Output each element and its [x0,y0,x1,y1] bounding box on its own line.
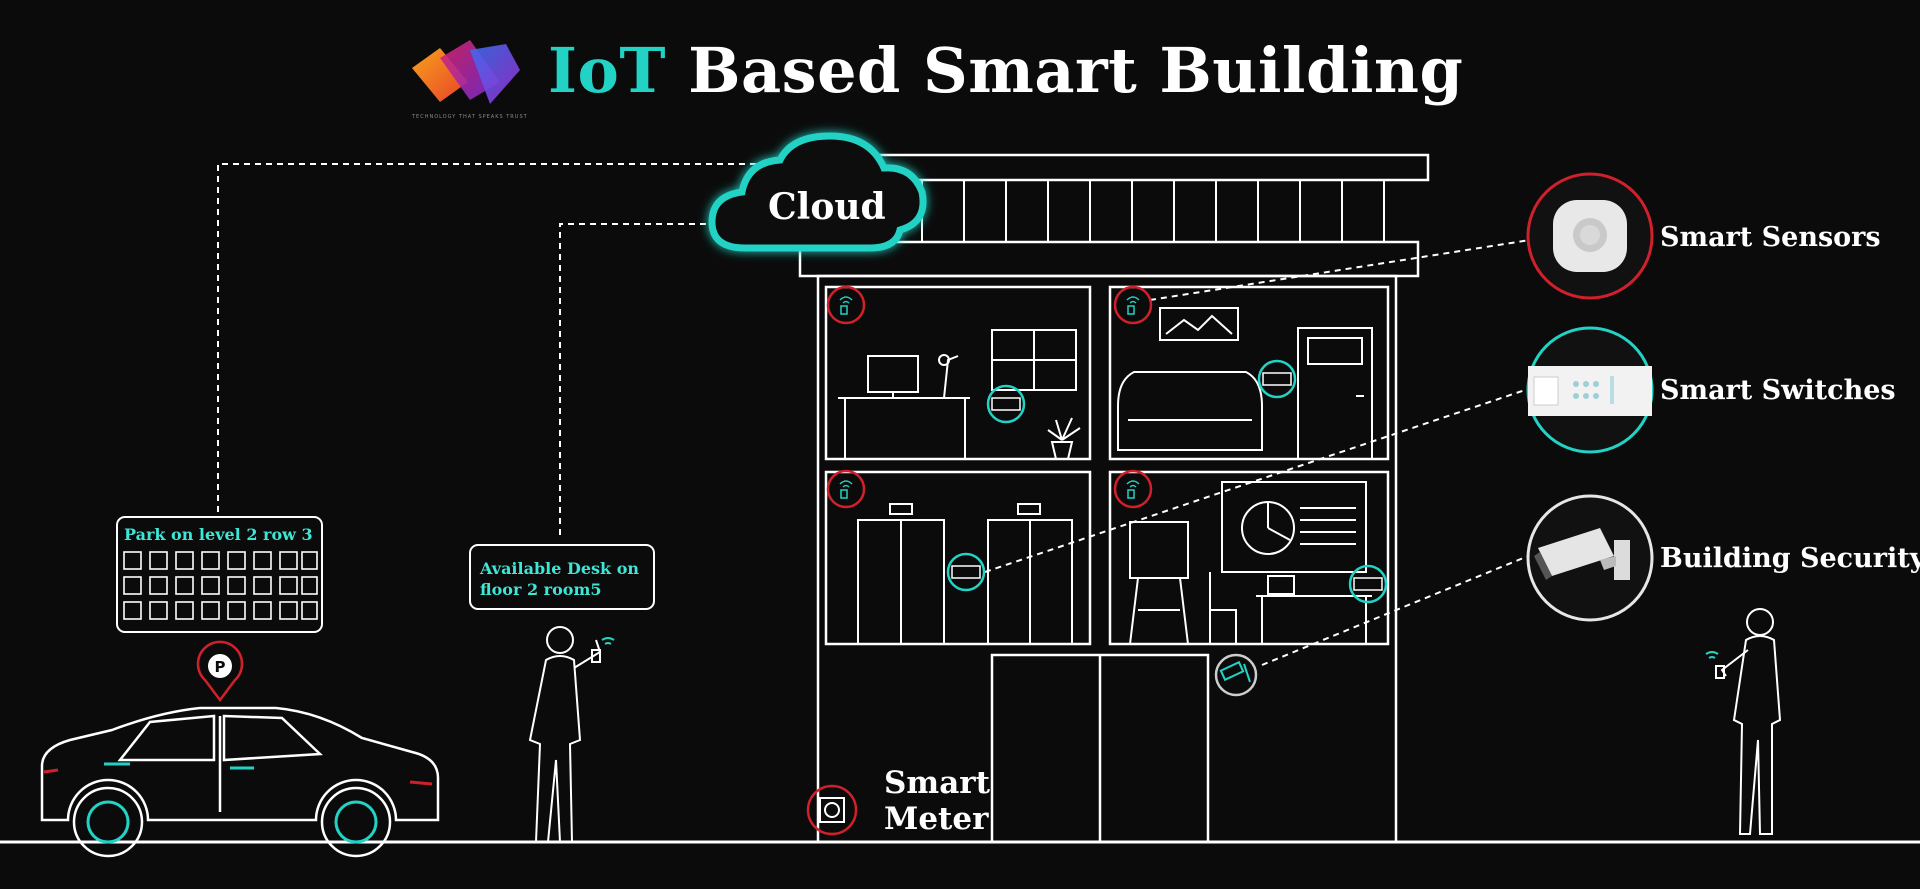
brand-logo [412,40,520,104]
title-rest: Based Smart Building [688,34,1464,107]
cloud-label: Cloud [768,186,886,228]
smart-meter-line-2: Meter [884,801,989,837]
cloud-icon [708,132,927,252]
parking-message: Park on level 2 row 3 [124,525,313,544]
person-right-illustration [1705,608,1782,835]
room-meeting [1129,481,1372,645]
room-switch-icons [946,359,1388,697]
smart-meter-label: Smart Meter [884,765,990,837]
car-illustration [40,706,440,858]
desk-message-line-1: Available Desk on [480,559,639,578]
security-camera-device-icon [1526,494,1654,622]
car-lights [43,768,433,786]
security-camera-small-icon [1219,660,1251,683]
page-title: IoT Based Smart Building [548,34,1463,107]
connection-lines [217,163,1556,666]
smart-sensor-device-icon [1526,172,1654,300]
building [798,153,1430,844]
smart-meter-icon [819,797,845,823]
wifi-icon [839,296,1140,499]
room-sensor-icons [806,285,1153,836]
smart-switch-device-icon [1526,326,1654,454]
desk-message: Available Desk on floor 2 room5 [480,558,639,600]
parking-marker-letter: P [215,658,226,676]
car-wheels-glow [86,762,378,844]
switch-icon [951,372,1383,591]
logo-tagline: TECHNOLOGY THAT SPEAKS TRUST [412,114,528,120]
title-accent: IoT [548,34,666,107]
person-left-illustration [528,626,615,843]
smart-sensors-label: Smart Sensors [1660,222,1881,253]
room-office [838,329,1081,460]
desk-message-line-2: floor 2 room5 [480,580,602,599]
smart-meter-line-1: Smart [884,765,990,801]
room-elevators [857,503,1073,645]
parking-marker-icon: P [196,640,244,703]
building-security-label: Building Security [1660,543,1920,574]
parking-info-box [116,516,323,633]
room-living [1117,307,1373,460]
desk-info-box [469,544,655,610]
smart-switches-label: Smart Switches [1660,375,1896,406]
